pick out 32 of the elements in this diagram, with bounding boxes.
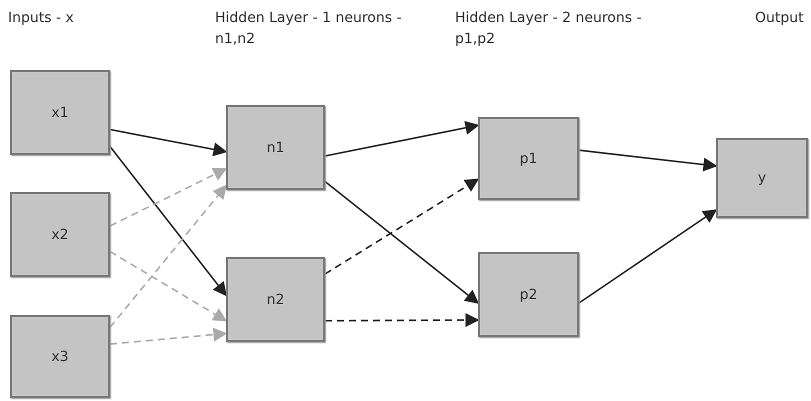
arrow	[110, 250, 228, 322]
arrow	[325, 313, 480, 328]
node-label: p2	[520, 286, 538, 302]
neuron-box	[716, 138, 808, 218]
column-heading: Hidden Layer - 2 neurons - p1,p2	[455, 9, 643, 49]
neuron-box	[478, 252, 579, 337]
node-label: p1	[520, 150, 538, 166]
arrow	[578, 149, 718, 172]
node-label: x1	[51, 104, 69, 120]
neuron-box	[478, 117, 579, 200]
arrow	[324, 180, 480, 304]
arrow	[110, 168, 228, 227]
column-heading: Hidden Layer - 1 neurons - n1,n2	[215, 9, 403, 49]
arrow	[109, 146, 227, 296]
column-heading: Inputs - x	[8, 9, 75, 28]
node-label: x2	[51, 226, 69, 242]
column-heading: Output	[755, 9, 805, 28]
arrow	[324, 120, 480, 157]
neuron-box	[10, 192, 110, 277]
arrow	[109, 184, 227, 328]
neuron-box	[10, 70, 110, 155]
node-label: x3	[51, 348, 69, 364]
neuron-box	[10, 315, 110, 398]
node-label: y	[758, 170, 766, 186]
arrow	[110, 328, 228, 345]
neuron-box	[226, 105, 325, 190]
arrow	[110, 128, 228, 156]
node-label: n1	[266, 140, 284, 156]
node-label: n2	[266, 292, 284, 308]
neuron-box	[226, 257, 325, 342]
arrow	[324, 178, 480, 275]
arrow	[578, 209, 718, 304]
